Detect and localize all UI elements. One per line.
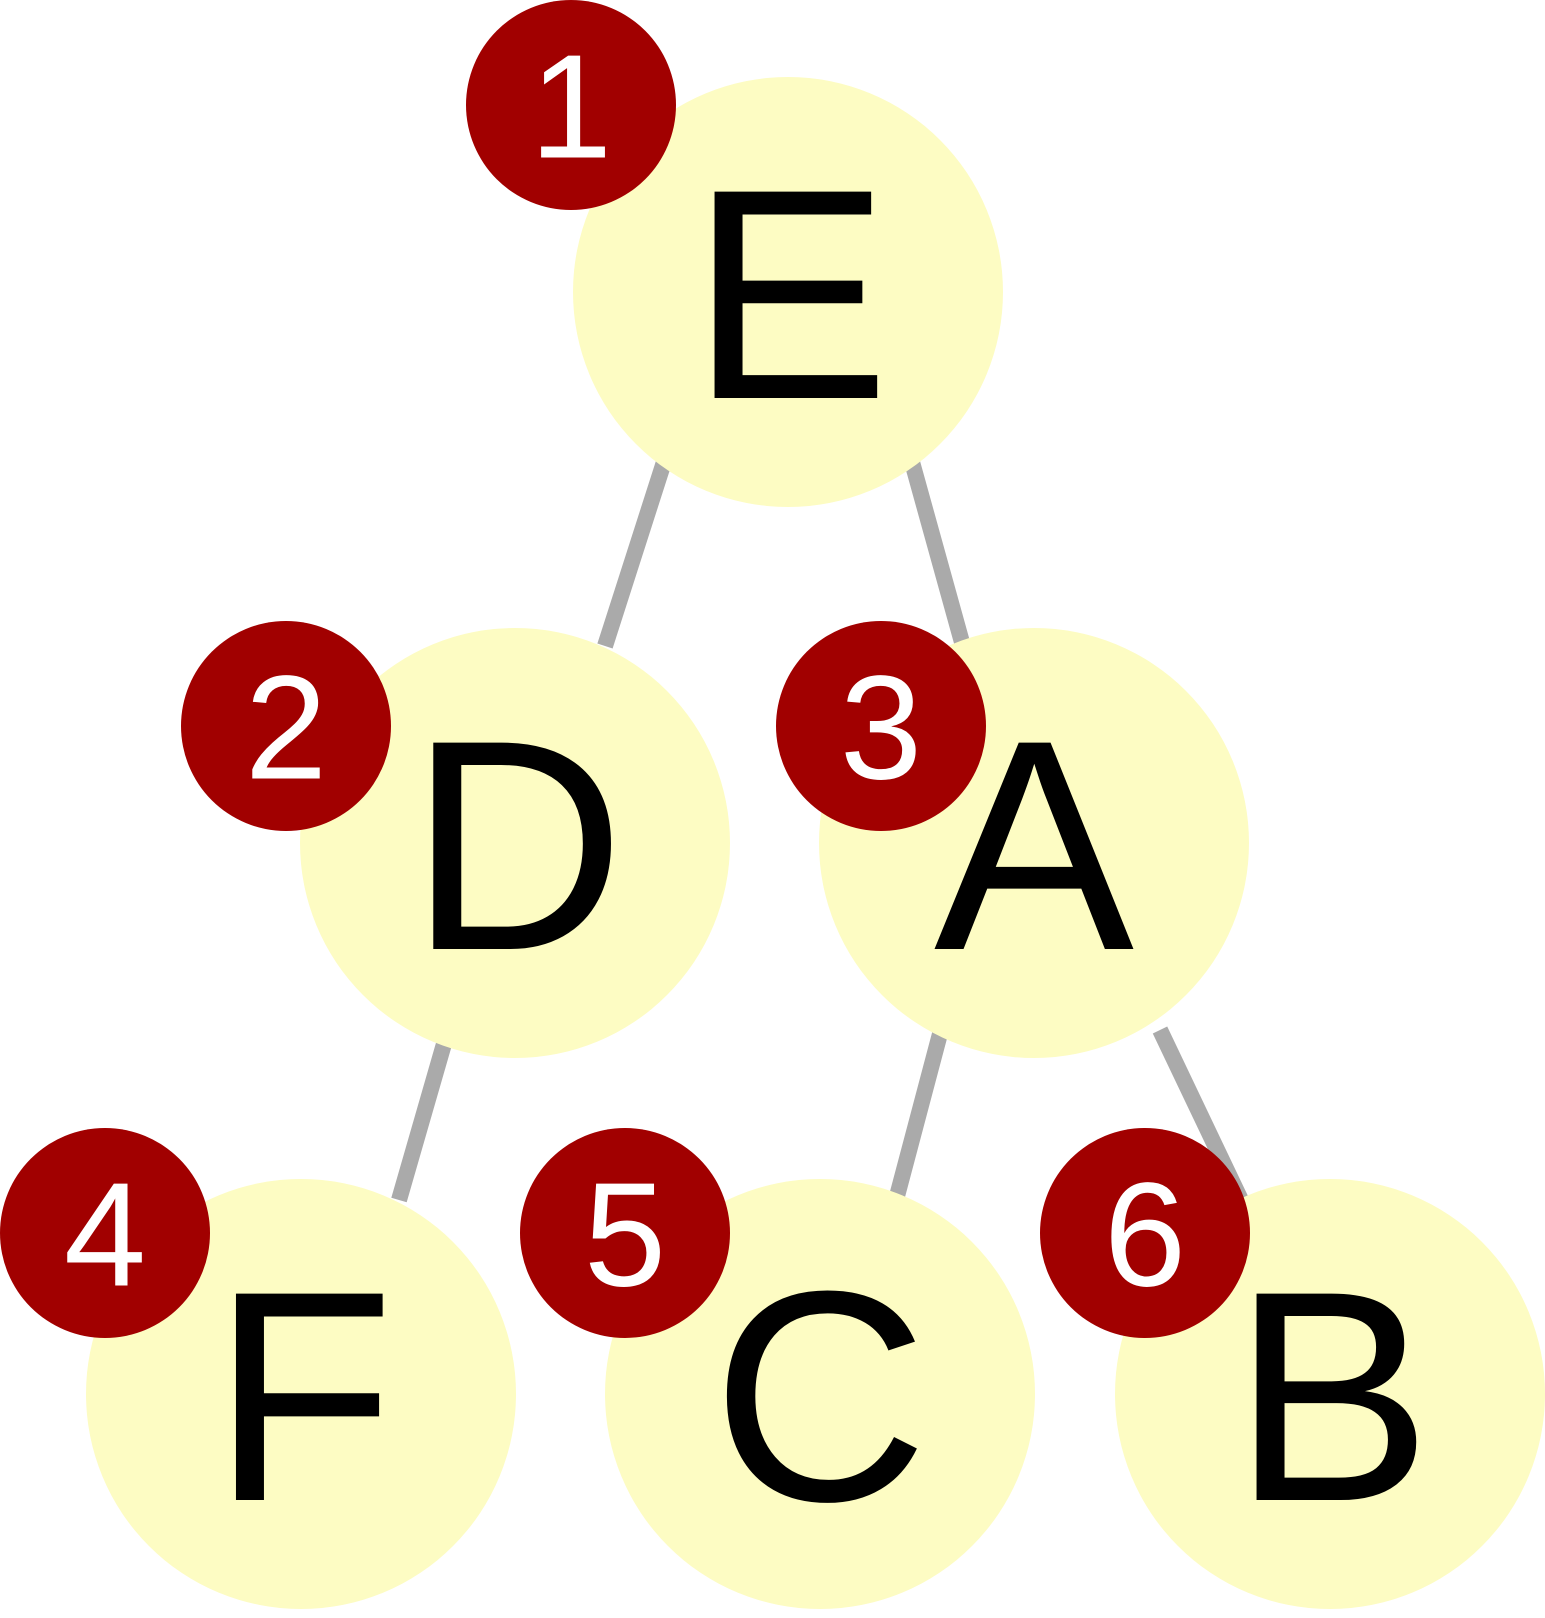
badge-circle bbox=[520, 1128, 730, 1338]
badge-label: 6 bbox=[1104, 1153, 1186, 1318]
edge-a-c bbox=[888, 1027, 949, 1203]
badge-label: 3 bbox=[840, 646, 922, 811]
node-label: F bbox=[211, 1228, 394, 1564]
node-label: E bbox=[690, 126, 890, 462]
order-badge-5: 5 bbox=[520, 1128, 730, 1338]
node-label: D bbox=[409, 677, 626, 1013]
order-badge-1: 1 bbox=[466, 0, 676, 210]
order-badge-6: 6 bbox=[1040, 1128, 1250, 1338]
order-badge-3: 3 bbox=[776, 621, 986, 831]
badge-label: 1 bbox=[530, 25, 612, 190]
node-label: B bbox=[1232, 1228, 1432, 1564]
node-circle bbox=[573, 77, 1003, 507]
tree-node-e: E bbox=[573, 77, 1003, 507]
badge-circle bbox=[776, 621, 986, 831]
edge-e-d bbox=[597, 459, 672, 649]
badge-label: 2 bbox=[245, 646, 327, 811]
badge-circle bbox=[181, 621, 391, 831]
order-badge-2: 2 bbox=[181, 621, 391, 831]
badge-label: 4 bbox=[64, 1153, 146, 1318]
badge-label: 5 bbox=[584, 1153, 666, 1318]
badge-circle bbox=[466, 0, 676, 210]
badge-circle bbox=[1040, 1128, 1250, 1338]
tree-node-d: D bbox=[300, 628, 730, 1058]
node-circle bbox=[300, 628, 730, 1058]
edges bbox=[391, 459, 1249, 1204]
edge-e-a bbox=[904, 459, 971, 649]
edge-d-f bbox=[391, 1027, 456, 1203]
order-badge-4: 4 bbox=[0, 1128, 210, 1338]
badge-circle bbox=[0, 1128, 210, 1338]
node-label: C bbox=[712, 1228, 929, 1564]
